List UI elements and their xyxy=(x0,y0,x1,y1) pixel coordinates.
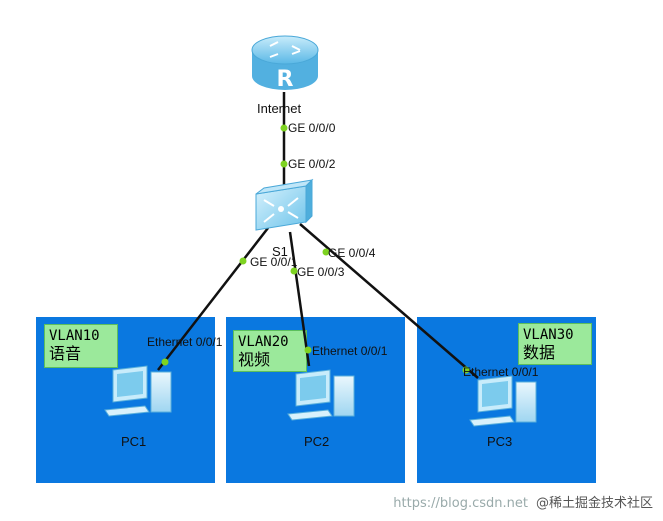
vlan10-tag: VLAN10 语音 xyxy=(44,324,118,368)
vlan20-id: VLAN20 xyxy=(238,334,289,350)
vlan30-name: 数据 xyxy=(523,343,556,362)
vlan30-tag: VLAN30 数据 xyxy=(518,323,592,365)
port-dot-switch-ge004 xyxy=(322,248,330,256)
link-switch-pc2 xyxy=(288,231,311,367)
pc3-icon[interactable] xyxy=(469,375,537,427)
svg-text:R: R xyxy=(277,67,294,92)
vlan30-id: VLAN30 xyxy=(523,327,574,343)
port-dots xyxy=(161,124,470,374)
pc1-port-label: Ethernet 0/0/1 xyxy=(147,335,223,349)
switch-port-ge001-label: GE 0/0/1 xyxy=(250,255,298,269)
vlan10-id: VLAN10 xyxy=(49,328,100,344)
router-port-label: GE 0/0/0 xyxy=(288,121,336,135)
vlan20-name: 视频 xyxy=(238,350,271,369)
switch-uplink-port-label: GE 0/0/2 xyxy=(288,157,336,171)
port-dot-pc3 xyxy=(462,366,470,374)
pc3-label: PC3 xyxy=(487,434,513,449)
router-label: Internet xyxy=(257,101,302,116)
pc2-label: PC2 xyxy=(304,434,330,449)
pc1-label: PC1 xyxy=(121,434,147,449)
link-switch-pc1 xyxy=(157,227,269,371)
router-icon[interactable]: R xyxy=(251,35,319,92)
port-dot-pc1 xyxy=(161,358,169,366)
port-dot-switch-ge001 xyxy=(239,257,247,265)
pc2-port-label: Ethernet 0/0/1 xyxy=(312,344,388,358)
link-switch-pc3 xyxy=(299,223,479,379)
switch-icon[interactable] xyxy=(255,178,314,231)
vlan10-name: 语音 xyxy=(49,344,82,363)
watermark: https://blog.csdn.net @稀土掘金技术社区 xyxy=(393,492,653,511)
switch-label: S1 xyxy=(272,244,288,259)
switch-port-ge003-label: GE 0/0/3 xyxy=(297,265,345,279)
watermark-text: @稀土掘金技术社区 xyxy=(535,496,653,511)
switch-port-ge004-label: GE 0/0/4 xyxy=(328,246,376,260)
port-dot-pc2 xyxy=(304,346,312,354)
port-dot-switch-ge002 xyxy=(280,160,288,168)
port-dot-router-ge000 xyxy=(280,124,288,132)
watermark-url: https://blog.csdn.net xyxy=(393,496,528,511)
vlan20-tag: VLAN20 视频 xyxy=(233,330,307,372)
pc2-icon[interactable] xyxy=(287,369,355,421)
pc3-port-label: Ethernet 0/0/1 xyxy=(463,365,539,379)
pc1-icon[interactable] xyxy=(104,365,172,417)
port-dot-switch-ge003 xyxy=(290,267,298,275)
links xyxy=(157,92,479,379)
